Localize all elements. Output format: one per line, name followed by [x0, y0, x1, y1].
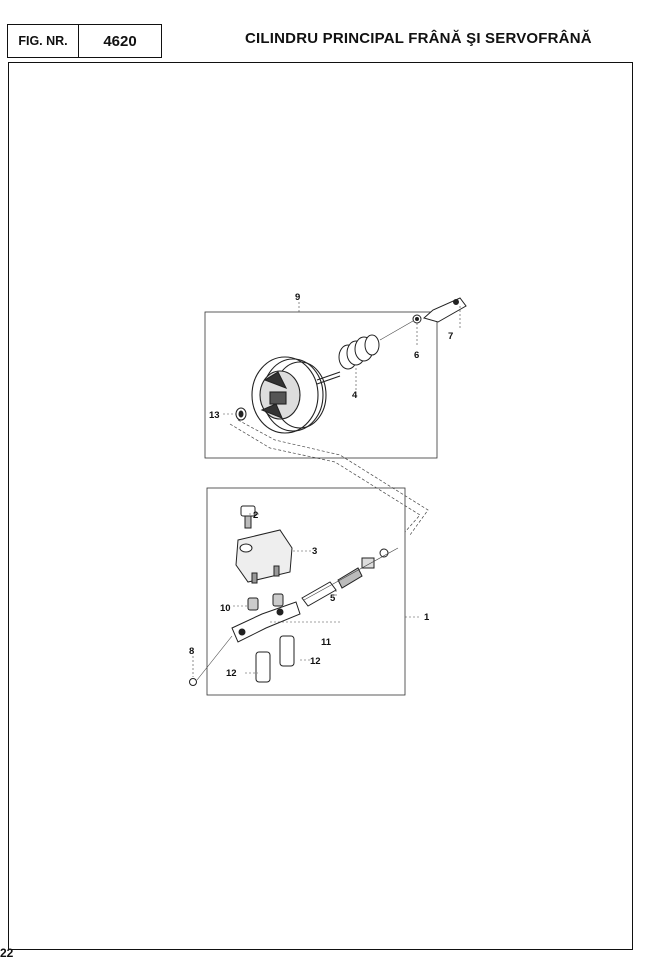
- figure-number-box: FIG. NR. 4620: [7, 24, 162, 58]
- booster-group-box: [204, 311, 438, 459]
- fluid-reservoir: [235, 529, 293, 584]
- callout-label: 3: [312, 546, 317, 557]
- page-corner-fragment: 22: [0, 946, 14, 960]
- piston-assembly: [301, 548, 389, 607]
- diagram-frame: [8, 62, 633, 950]
- figure-label: FIG. NR.: [8, 25, 79, 57]
- callout-label: 6: [414, 350, 419, 361]
- callout-label: 4: [352, 390, 358, 401]
- callout-label: 12: [310, 656, 321, 667]
- reservoir-grommets: [247, 593, 284, 611]
- booster-seal: [235, 407, 247, 421]
- callout-label: 12: [226, 668, 237, 679]
- clevis: [422, 297, 467, 323]
- callout-label: 13: [209, 410, 220, 421]
- callout-label: 10: [220, 603, 231, 614]
- page-title: CILINDRU PRINCIPAL FRÂNĂ ŞI SERVOFRÂNĂ: [245, 30, 592, 47]
- callout-label: 7: [448, 331, 453, 342]
- callout-label: 11: [321, 637, 332, 648]
- master-cylinder-group-box: [206, 487, 406, 696]
- callout-label: 2: [253, 510, 258, 521]
- reservoir-cap: [240, 505, 256, 529]
- callout-label: 1: [424, 612, 430, 623]
- brake-line-fittings: [255, 635, 295, 683]
- clevis-nut: [412, 314, 422, 324]
- pushrod-boot: [338, 334, 380, 370]
- end-nut: [189, 678, 197, 686]
- callout-label: 9: [295, 292, 300, 303]
- master-cylinder-body: [231, 601, 301, 643]
- brake-booster: [251, 356, 341, 434]
- callout-label: 8: [189, 646, 194, 657]
- callout-label: 5: [330, 593, 336, 604]
- figure-number: 4620: [103, 32, 137, 50]
- group-connector-lines: [229, 419, 429, 536]
- callout-leaders: [192, 302, 461, 677]
